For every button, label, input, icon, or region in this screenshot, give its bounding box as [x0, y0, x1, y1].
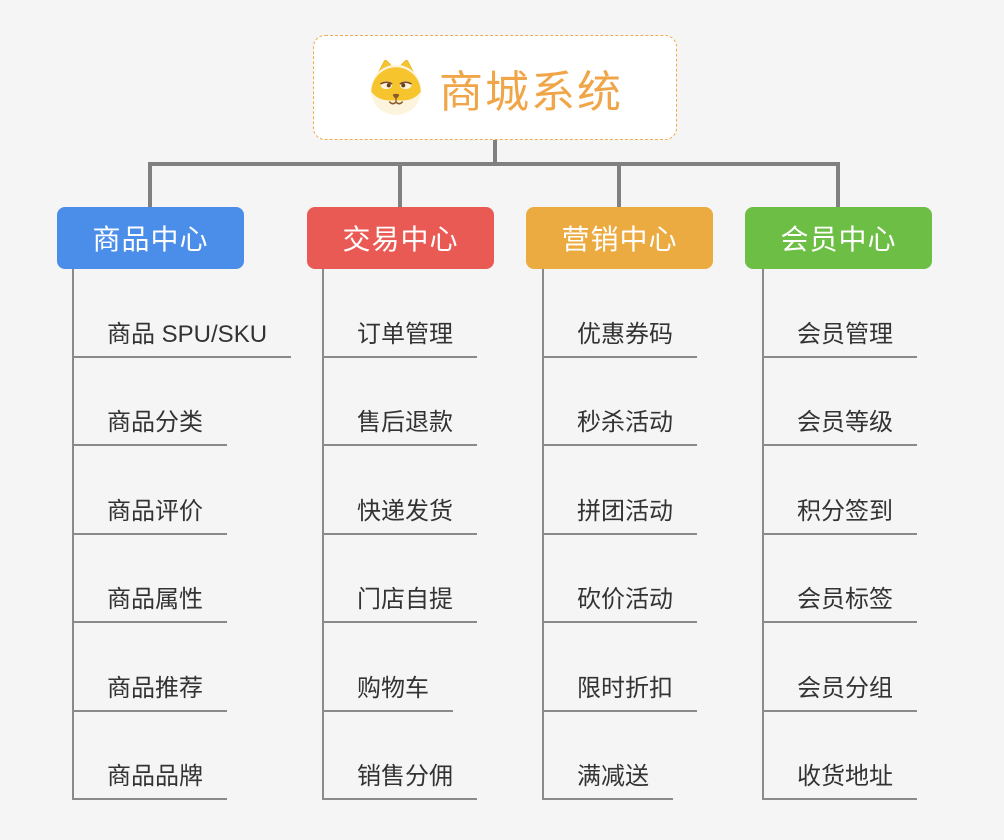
node-label: 优惠券码	[544, 314, 697, 358]
node-label: 砍价活动	[544, 579, 697, 623]
mindmap-node[interactable]: 销售分佣	[324, 712, 477, 800]
mindmap-node[interactable]: 限时折扣	[544, 623, 697, 712]
mindmap-node[interactable]: 满减送	[544, 712, 697, 800]
node-label: 购物车	[324, 668, 453, 712]
branch-item-column: 会员管理会员等级积分签到会员标签会员分组收货地址	[762, 269, 917, 800]
mindmap-node[interactable]: 商品分类	[74, 358, 291, 446]
mindmap-node[interactable]: 拼团活动	[544, 446, 697, 535]
node-label: 会员分组	[764, 668, 917, 712]
mindmap-node[interactable]: 售后退款	[324, 358, 477, 446]
root-title: 商城系统	[439, 67, 623, 117]
mindmap-node[interactable]: 积分签到	[764, 446, 917, 535]
mindmap-node[interactable]: 秒杀活动	[544, 358, 697, 446]
branch-item-column: 优惠券码秒杀活动拼团活动砍价活动限时折扣满减送	[542, 269, 697, 800]
node-label: 限时折扣	[544, 668, 697, 712]
mindmap-node[interactable]: 会员分组	[764, 623, 917, 712]
node-label: 订单管理	[324, 314, 477, 358]
node-label: 售后退款	[324, 402, 477, 446]
node-label: 商品品牌	[74, 756, 227, 800]
mindmap-node[interactable]: 会员等级	[764, 358, 917, 446]
mindmap-node[interactable]: 收货地址	[764, 712, 917, 800]
mindmap-node[interactable]: 订单管理	[324, 269, 477, 358]
node-label: 销售分佣	[324, 756, 477, 800]
mindmap-node[interactable]: 购物车	[324, 623, 477, 712]
node-label: 收货地址	[764, 756, 917, 800]
node-label: 会员标签	[764, 579, 917, 623]
mindmap-node[interactable]: 快递发货	[324, 446, 477, 535]
branch-item-column: 商品 SPU/SKU 商品分类商品评价商品属性商品推荐商品品牌	[72, 269, 292, 800]
mindmap-node[interactable]: 优惠券码	[544, 269, 697, 358]
node-label: 商品分类	[74, 402, 227, 446]
mindmap-node[interactable]: 商品推荐	[74, 623, 291, 712]
node-label: 门店自提	[324, 579, 477, 623]
mindmap-node[interactable]: 商品属性	[74, 535, 291, 623]
root-node[interactable]: 商城系统	[313, 35, 677, 140]
branch-item-column: 订单管理售后退款快递发货门店自提购物车销售分佣	[322, 269, 477, 800]
branch-connector-drop	[148, 162, 152, 210]
mindmap-node[interactable]: 商品品牌	[74, 712, 291, 800]
branch-connector-horizontal	[148, 162, 840, 166]
dog-face-icon	[367, 59, 425, 117]
node-label: 积分签到	[764, 491, 917, 535]
node-label: 满减送	[544, 756, 673, 800]
mindmap-node[interactable]: 会员标签	[764, 535, 917, 623]
node-label: 商品评价	[74, 491, 227, 535]
node-label: 会员等级	[764, 402, 917, 446]
mindmap-node[interactable]: 会员管理	[764, 269, 917, 358]
branch-header-3[interactable]: 营销中心	[526, 207, 713, 269]
node-label: 会员管理	[764, 314, 917, 358]
node-label: 商品 SPU/SKU	[74, 314, 292, 358]
node-label: 商品推荐	[74, 668, 227, 712]
branch-header-1[interactable]: 商品中心	[57, 207, 244, 269]
root-connector-stem	[493, 140, 497, 166]
branch-header-4[interactable]: 会员中心	[745, 207, 932, 269]
branch-connector-drop	[398, 162, 402, 210]
mindmap-node[interactable]: 门店自提	[324, 535, 477, 623]
node-label: 商品属性	[74, 579, 227, 623]
branch-header-2[interactable]: 交易中心	[307, 207, 494, 269]
mindmap-node[interactable]: 商品 SPU/SKU	[74, 269, 292, 358]
mindmap-node[interactable]: 砍价活动	[544, 535, 697, 623]
node-label: 快递发货	[324, 491, 477, 535]
branch-connector-drop	[836, 162, 840, 210]
branch-connector-drop	[617, 162, 621, 210]
node-label: 拼团活动	[544, 491, 697, 535]
node-label: 秒杀活动	[544, 402, 697, 446]
mindmap-node[interactable]: 商品评价	[74, 446, 291, 535]
